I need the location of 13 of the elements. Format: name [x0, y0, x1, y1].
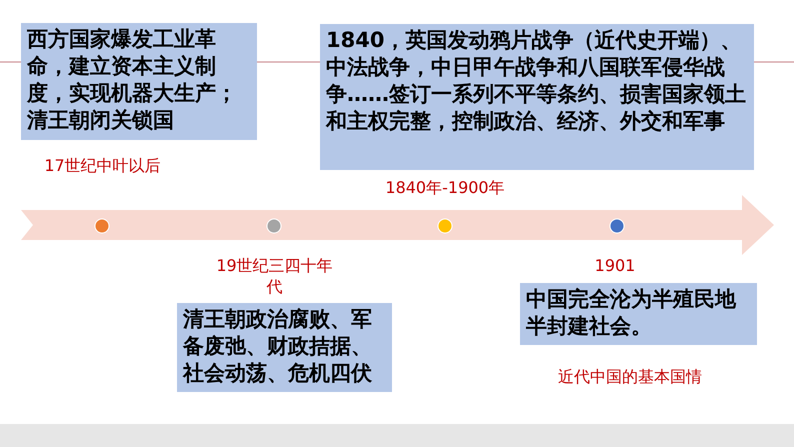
event-text: 西方国家爆发工业革命，建立资本主义制度，实现机器大生产；清王朝闭关锁国	[27, 26, 238, 134]
note-text: 近代中国的基本国情	[557, 366, 703, 387]
date-label: 1840年-1900年	[384, 177, 506, 198]
date-label: 17世纪中叶以后	[43, 155, 162, 176]
event-text: 1840，英国发动鸦片战争（近代史开端）、中法战争，中日甲午战争和八国联军侵华战争……签订一系列不平等条约、损害国家领土和主权完整，控制政治、经济、外交和军事	[326, 27, 747, 135]
date-label: 19世纪三四十年代	[215, 255, 334, 297]
date-label: 1901	[594, 255, 636, 276]
event-text: 清王朝政治腐败、军备废弛、财政拮据、社会动荡、危机四伏	[183, 306, 373, 387]
event-box	[21, 23, 257, 140]
event-box	[177, 303, 392, 392]
event-box	[520, 283, 757, 345]
event-box	[320, 24, 754, 170]
event-text: 中国完全沦为半殖民地半封建社会。	[526, 286, 738, 340]
